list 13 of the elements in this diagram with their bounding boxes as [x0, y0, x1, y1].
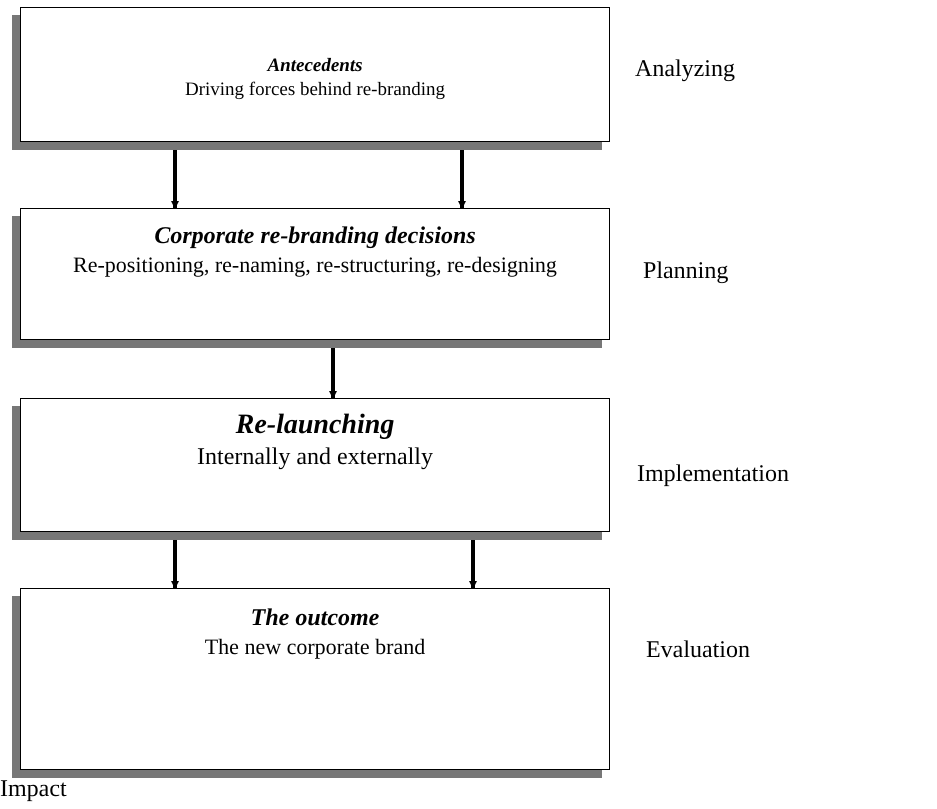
phase-label: Implementation — [637, 461, 789, 488]
phase-label: Evaluation — [646, 637, 750, 664]
box-description: The new corporate brand — [204, 633, 426, 660]
note-text: Impact — [0, 776, 67, 803]
box-description: Internally and externally — [196, 443, 434, 472]
phase-label: Analyzing — [635, 56, 735, 83]
box-description: Driving forces behind re-branding — [184, 78, 446, 102]
box-heading: Corporate re-branding decisions — [153, 222, 477, 251]
phase-label: Planning — [643, 258, 728, 285]
box-heading: Antecedents — [266, 54, 364, 78]
box-heading: Re-launching — [234, 408, 396, 442]
box-description: Re-positioning, re-naming, re-structuring, re-designing — [72, 251, 558, 278]
box-heading: The outcome — [250, 604, 380, 633]
